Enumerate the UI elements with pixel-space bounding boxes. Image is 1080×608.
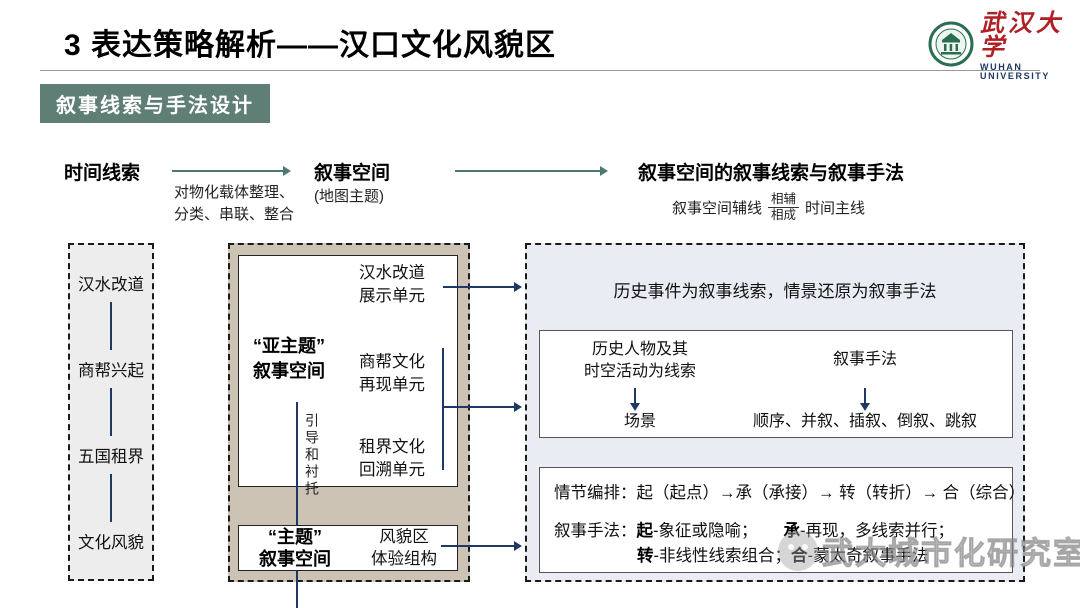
- wechat-face-icon: [778, 530, 818, 571]
- subtheme-label-line1: “亚主题”: [253, 336, 325, 356]
- tech-text-qi: -象征或隐喻；: [653, 522, 758, 540]
- arrow-theme-to-panel: [441, 541, 522, 551]
- narrative-methods-panel: 历史事件为叙事线索，情景还原为叙事手法 历史人物及其 时空活动为线索 场景 叙事…: [525, 243, 1025, 582]
- tech-bold-qi: 起: [636, 522, 654, 540]
- tech-line1: 叙事手法：起-象征或隐喻； 承-再现，多线索并行；: [554, 517, 954, 541]
- method-title: 叙事手法: [832, 351, 897, 368]
- theme-label-line1: “主题”: [268, 527, 322, 547]
- arrow-note-line1: 对物化载体整理、: [174, 184, 295, 201]
- arrow-space-to-right: [455, 167, 608, 175]
- bracket-units: [442, 348, 444, 470]
- guide-down-arrow: [296, 402, 298, 608]
- subtheme-inner-box: 汉水改道 展示单元 “亚主题” 叙事空间 商帮文化 再现单元 租界文化 回溯单元: [238, 255, 458, 487]
- clue-method-box: 历史人物及其 时空活动为线索 场景 叙事手法 顺序、并叙、插叙、倒叙、跳叙: [539, 330, 1013, 438]
- unit-zujie-line1: 租界文化: [359, 438, 425, 456]
- timeline-item: 文化风貌: [78, 534, 144, 552]
- tech-text-zhuan: -非线性线索组合；: [653, 547, 792, 565]
- clue-line1: 历史人物及其: [591, 341, 688, 358]
- plot-box: 情节编排：起（起点）→承（承接）→ 转（转折）→ 合（综合） 叙事手法：起-象征…: [539, 467, 1025, 573]
- timeline-panel: 汉水改道 商帮兴起 五国租界 文化风貌: [68, 243, 154, 581]
- timeline-item: 汉水改道: [78, 276, 144, 294]
- arrow-note-line2: 分类、串联、整合: [174, 206, 295, 223]
- arrow-bracket-to-panel: [443, 402, 522, 412]
- theme-box: “主题” 叙事空间 风貌区 体验组构: [238, 525, 458, 571]
- subtheme-label: “亚主题” 叙事空间: [253, 334, 325, 384]
- timeline-item: 五国租界: [78, 448, 144, 466]
- arrow-time-to-space: [172, 167, 291, 175]
- page-title: 3 表达策略解析——汉口文化风貌区: [64, 29, 557, 62]
- theme-unit: 风貌区 体验组构: [371, 526, 437, 570]
- relation-left: 叙事空间辅线: [672, 200, 763, 217]
- narrative-space-sub: (地图主题): [314, 188, 384, 205]
- relation-formula: 叙事空间辅线 相辅 相成 时间主线: [672, 192, 865, 223]
- clue-down-arrow: [630, 388, 640, 411]
- unit-shangbang-line2: 再现单元: [359, 376, 425, 394]
- relation-fraction: 相辅 相成: [768, 192, 800, 223]
- narrative-space-label: 叙事空间: [314, 163, 391, 184]
- tech-text-he: -蒙太奇叙事手法: [807, 547, 929, 565]
- plot-label: 情节编排：: [554, 484, 637, 502]
- tech-bold-cheng: 承: [783, 522, 801, 540]
- watermark: 武大城市化研究室: [778, 528, 1080, 573]
- relation-right: 时间主线: [805, 200, 866, 217]
- subtheme-label-line2: 叙事空间: [253, 361, 325, 381]
- method-down-arrow: [860, 388, 870, 411]
- unit-hanshui-line1: 汉水改道: [359, 264, 425, 282]
- arrow-note: 对物化载体整理、 分类、串联、整合: [174, 182, 294, 226]
- tech-bold-he: 合: [791, 547, 808, 565]
- unit-zujie-line2: 回溯单元: [359, 461, 425, 479]
- unit-hanshui: 汉水改道 展示单元: [359, 262, 425, 308]
- timeline-connector: [110, 388, 112, 436]
- time-thread-label: 时间线索: [64, 163, 141, 184]
- timeline-item: 商帮兴起: [78, 362, 144, 380]
- tech-line2: 转-非线性线索组合；合-蒙太奇叙事手法: [637, 542, 929, 566]
- tech-label: 叙事手法：: [554, 522, 637, 540]
- university-logo: 武汉大学 WUHAN UNIVERSITY: [928, 12, 1080, 81]
- clue-text: 历史人物及其 时空活动为线索: [560, 339, 720, 383]
- university-emblem-icon: [928, 21, 974, 72]
- scene-label: 场景: [623, 413, 656, 430]
- unit-shangbang-line1: 商帮文化: [359, 353, 425, 371]
- relation-bottom: 相成: [771, 208, 797, 222]
- plot-text: 起（起点）→承（承接）→ 转（转折）→ 合（综合）: [636, 484, 1026, 502]
- tech-bold-zhuan: 转: [637, 547, 654, 565]
- unit-zujie: 租界文化 回溯单元: [359, 436, 425, 482]
- logo-english-name: WUHAN UNIVERSITY: [980, 62, 1051, 81]
- theme-unit-line2: 体验组构: [371, 550, 437, 568]
- theme-unit-line1: 风貌区: [379, 528, 429, 546]
- unit-shangbang: 商帮文化 再现单元: [359, 351, 425, 397]
- right-section-title: 叙事空间的叙事线索与叙事手法: [638, 163, 905, 184]
- guide-vertical-text: 引导和衬托: [304, 413, 320, 498]
- timeline-connector: [110, 302, 112, 350]
- theme-label-line2: 叙事空间: [259, 549, 331, 569]
- watermark-text: 武大城市化研究室: [822, 536, 1080, 572]
- tech-text-cheng: -再现，多线索并行；: [800, 522, 954, 540]
- method-list: 顺序、并叙、插叙、倒叙、跳叙: [752, 413, 977, 430]
- arrow-unit1-to-panel: [443, 282, 522, 292]
- theme-label: “主题” 叙事空间: [259, 526, 331, 570]
- panel-headline: 历史事件为叙事线索，情景还原为叙事手法: [613, 282, 937, 301]
- title-divider: [40, 70, 1040, 71]
- section-badge: 叙事线索与手法设计: [40, 84, 270, 123]
- timeline-connector: [110, 474, 112, 522]
- relation-top: 相辅: [768, 192, 800, 208]
- clue-line2: 时空活动为线索: [583, 363, 696, 380]
- logo-chinese-name: 武汉大学: [980, 11, 1064, 61]
- subtheme-panel: 汉水改道 展示单元 “亚主题” 叙事空间 商帮文化 再现单元 租界文化 回溯单元…: [228, 243, 470, 608]
- plot-line: 情节编排：起（起点）→承（承接）→ 转（转折）→ 合（综合）: [554, 479, 1025, 503]
- unit-hanshui-line2: 展示单元: [359, 287, 425, 305]
